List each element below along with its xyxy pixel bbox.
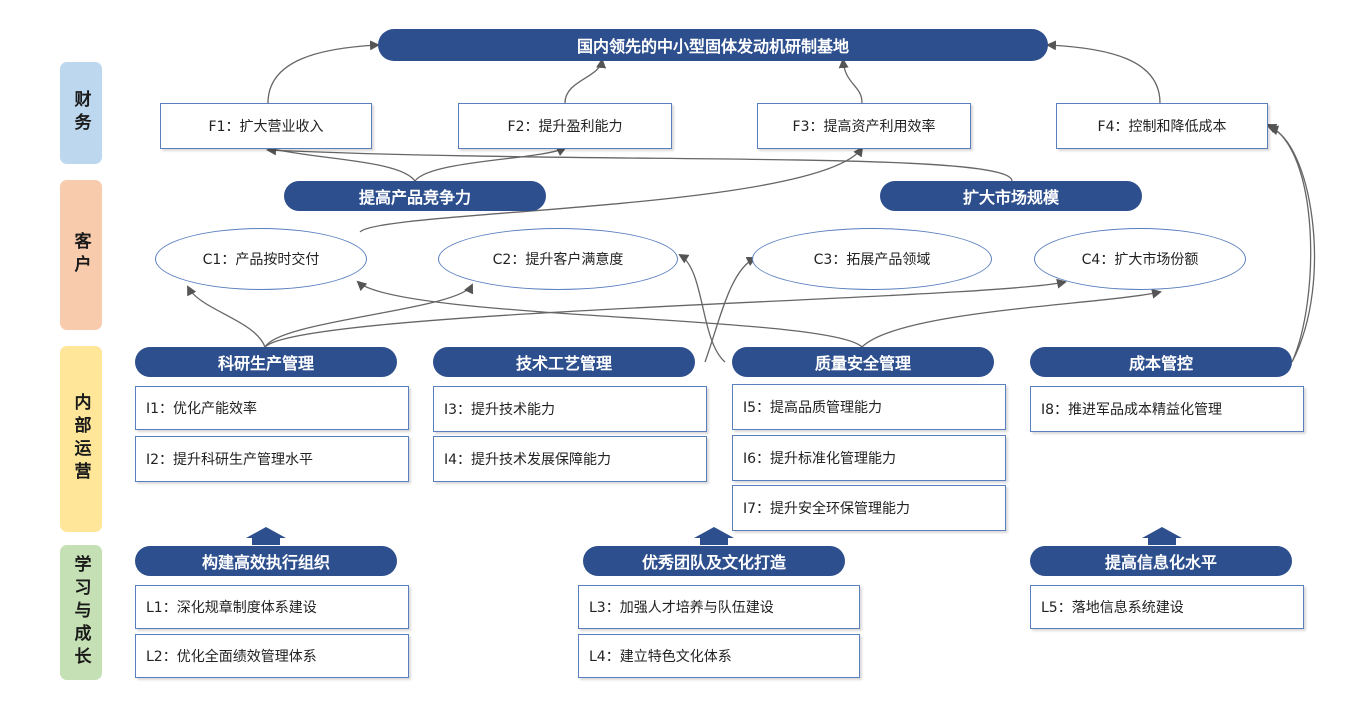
internal-group-quality: 质量安全管理 <box>732 347 994 377</box>
customer-c2: C2：提升客户满意度 <box>438 228 678 290</box>
customer-group-market-scale: 扩大市场规模 <box>880 181 1142 211</box>
arrow-compet-f2 <box>414 146 567 182</box>
learning-l3: L3：加强人才培养与队伍建设 <box>578 585 860 629</box>
finance-f3: F3：提高资产利用效率 <box>757 103 971 149</box>
learning-group-team: 优秀团队及文化打造 <box>583 546 845 576</box>
arrow-cost-f4-b <box>1268 125 1316 363</box>
arrow-quality-c4 <box>861 288 1162 348</box>
up-arrow-left <box>246 527 286 545</box>
up-arrow-mid <box>694 527 734 545</box>
internal-group-tech: 技术工艺管理 <box>433 347 695 377</box>
arrow-market-f1 <box>266 145 1013 182</box>
internal-i7: I7：提升安全环保管理能力 <box>732 485 1006 531</box>
learning-l5: L5：落地信息系统建设 <box>1030 585 1304 629</box>
finance-f1: F1：扩大营业收入 <box>160 103 372 149</box>
customer-c4: C4：扩大市场份额 <box>1034 228 1246 290</box>
learning-group-it: 提高信息化水平 <box>1030 546 1292 576</box>
internal-i5: I5：提高品质管理能力 <box>732 384 1006 430</box>
internal-group-research: 科研生产管理 <box>135 347 397 377</box>
perspective-customer-label: 客户 <box>70 232 91 278</box>
arrow-f4-goal <box>1046 40 1161 104</box>
perspective-learning-label: 学习与成长 <box>70 555 91 670</box>
learning-l4: L4：建立特色文化体系 <box>578 634 860 678</box>
perspective-internal-label: 内部运营 <box>70 393 91 485</box>
arrow-c1-f3 <box>359 146 864 233</box>
perspective-customer: 客户 <box>60 180 102 330</box>
arrow-cost-f4 <box>1266 123 1312 363</box>
strategic-goal: 国内领先的中小型固体发动机研制基地 <box>378 29 1048 61</box>
customer-c3: C3：拓展产品领域 <box>752 228 992 290</box>
perspective-finance-label: 财务 <box>70 90 91 136</box>
internal-i1: I1：优化产能效率 <box>135 386 409 430</box>
customer-c1: C1：产品按时交付 <box>155 228 367 290</box>
internal-i6: I6：提升标准化管理能力 <box>732 435 1006 481</box>
learning-l1: L1：深化规章制度体系建设 <box>135 585 409 629</box>
internal-i3: I3：提升技术能力 <box>433 386 707 432</box>
internal-i2: I2：提升科研生产管理水平 <box>135 436 409 482</box>
arrow-quality-c2 <box>678 253 726 363</box>
arrow-tech-c3 <box>704 256 757 363</box>
finance-f4: F4：控制和降低成本 <box>1056 103 1268 149</box>
perspective-internal: 内部运营 <box>60 346 102 532</box>
finance-f2: F2：提升盈利能力 <box>458 103 672 149</box>
internal-group-cost: 成本管控 <box>1030 347 1292 377</box>
arrow-f3-goal <box>838 58 863 104</box>
learning-group-org: 构建高效执行组织 <box>135 546 397 576</box>
internal-i8: I8：推进军品成本精益化管理 <box>1030 386 1304 432</box>
arrow-research-c1 <box>187 285 266 348</box>
arrow-quality-c1 <box>356 280 863 348</box>
arrow-f1-goal <box>267 40 380 104</box>
arrow-research-c4 <box>264 278 1067 348</box>
learning-l2: L2：优化全面绩效管理体系 <box>135 634 409 678</box>
arrow-research-c2 <box>264 283 473 348</box>
perspective-learning: 学习与成长 <box>60 545 102 680</box>
arrow-f2-goal <box>564 58 607 104</box>
perspective-finance: 财务 <box>60 62 102 164</box>
internal-i4: I4：提升技术发展保障能力 <box>433 436 707 482</box>
arrow-compet-f1 <box>266 144 416 182</box>
up-arrow-right <box>1142 527 1182 545</box>
customer-group-competitiveness: 提高产品竞争力 <box>284 181 546 211</box>
